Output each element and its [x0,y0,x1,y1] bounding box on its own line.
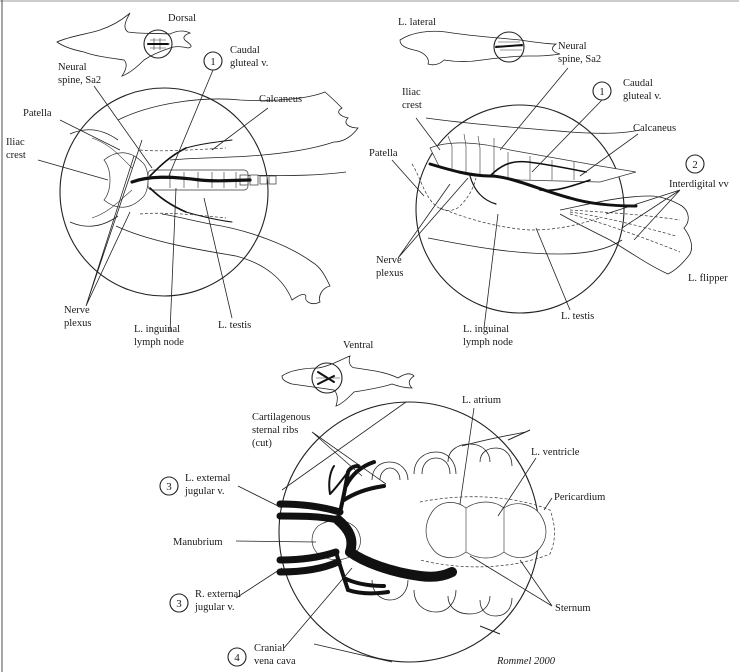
ventral-manubrium-label: Manubrium [173,537,223,548]
dorsal-calcaneus-label: Calcaneus [259,94,302,105]
lateral-interdigital-label: Interdigital vv [669,179,730,190]
svg-text:3: 3 [166,481,172,493]
lateral-patella-label: Patella [369,148,398,159]
svg-text:3: 3 [176,598,182,610]
lateral-view-label: L. lateral [398,17,436,28]
lateral-calcaneus-label: Calcaneus [633,123,676,134]
lateral-magnified-circle [416,105,624,313]
ventral-seal-thumbnail [282,356,414,406]
svg-text:1: 1 [599,86,605,98]
lateral-seal-thumbnail [400,31,560,65]
ventral-ventricle-label: L. ventricle [531,447,580,458]
dorsal-lower-flipper [116,214,330,304]
ventral-view-label: Ventral [343,340,373,351]
lateral-flipper-label: L. flipper [688,273,728,284]
ventral-atrium-label: L. atrium [462,395,501,406]
ventral-sternum-label: Sternum [555,603,591,614]
dorsal-testis-label: L. testis [218,320,251,331]
dorsal-magnified-circle [60,88,268,296]
figure-credit: Rommel 2000 [496,656,556,667]
dorsal-view-label: Dorsal [168,13,196,24]
lateral-testis-label: L. testis [561,311,594,322]
ventral-body-line-lower [314,644,392,662]
svg-text:2: 2 [692,159,698,171]
dorsal-leader-lines [38,70,268,332]
dorsal-patella-label: Patella [23,108,52,119]
svg-text:1: 1 [210,56,216,68]
lateral-leader-lines [392,68,680,328]
svg-text:4: 4 [234,652,240,664]
ventral-pericardium-label: Pericardium [554,492,605,503]
dorsal-upper-flipper [118,92,358,160]
ventral-panel: Ventral [160,340,605,667]
